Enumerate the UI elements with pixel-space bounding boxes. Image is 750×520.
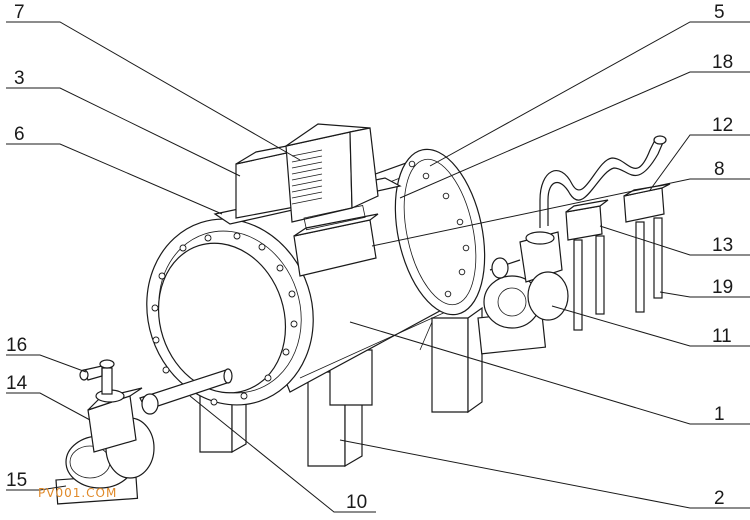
label-13: 13 (712, 235, 733, 256)
motor-fins (291, 149, 323, 205)
callout-labels: 7 3 6 16 14 15 10 2 1 11 19 13 8 12 18 5 (6, 2, 733, 513)
label-19: 19 (712, 277, 733, 298)
label-12: 12 (712, 115, 733, 136)
label-5: 5 (714, 2, 725, 23)
label-3: 3 (14, 68, 25, 89)
label-6: 6 (14, 124, 25, 145)
front-flange (146, 218, 314, 406)
label-7: 7 (14, 2, 25, 23)
label-8: 8 (714, 159, 725, 180)
leader-lines (6, 21, 750, 513)
label-14: 14 (6, 373, 28, 394)
left-pump (55, 359, 159, 505)
label-15: 15 (6, 470, 27, 491)
label-1: 1 (714, 404, 725, 425)
right-pump (477, 231, 569, 355)
label-18: 18 (712, 52, 733, 73)
top-assembly (213, 123, 402, 277)
right-pipes (539, 135, 671, 331)
label-2: 2 (714, 488, 725, 509)
label-16: 16 (6, 335, 27, 356)
label-11: 11 (712, 326, 732, 347)
label-10: 10 (346, 492, 367, 513)
watermark: PV001.COM (38, 486, 117, 500)
